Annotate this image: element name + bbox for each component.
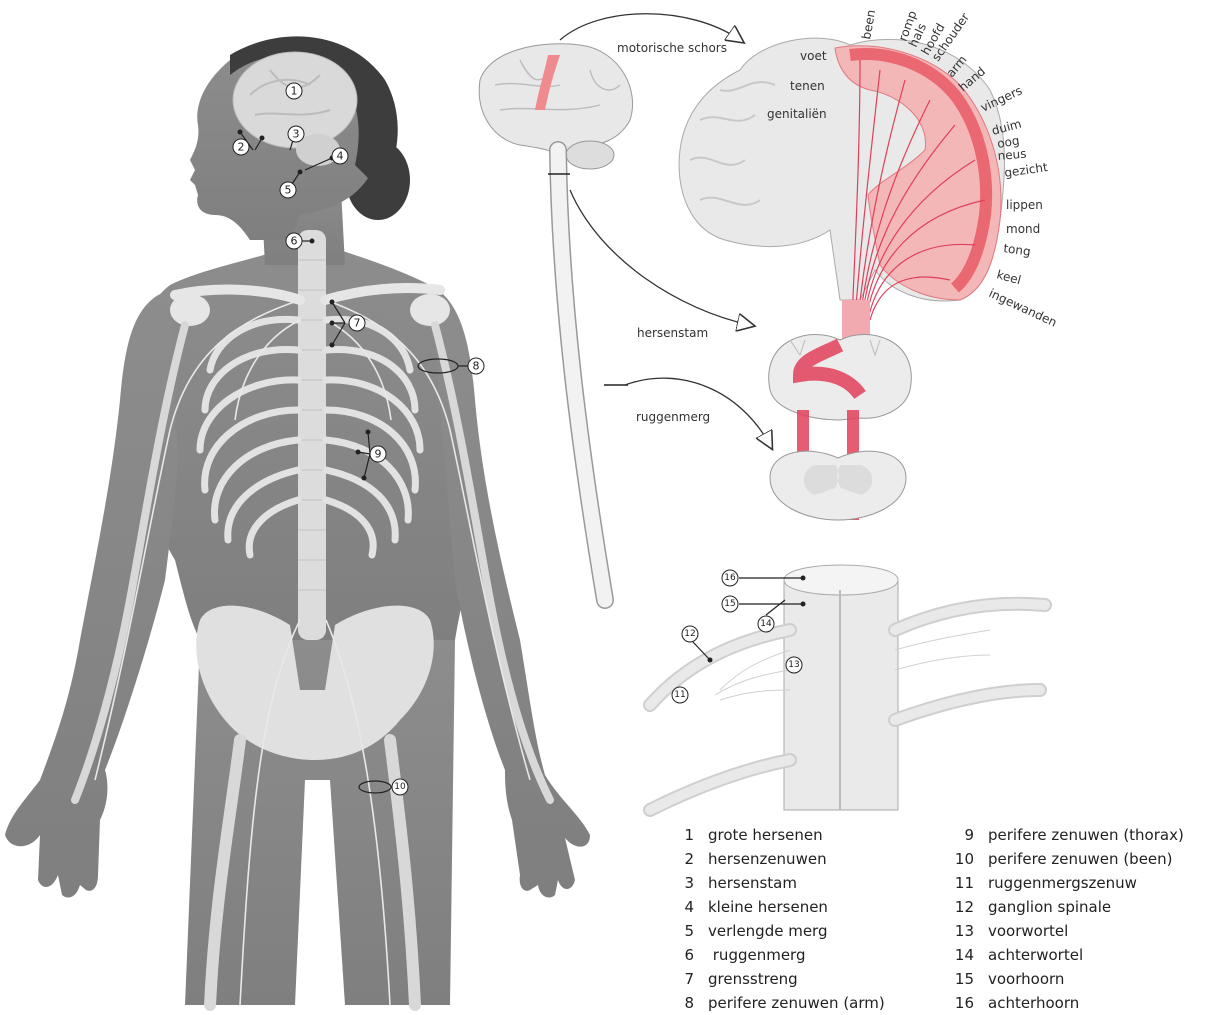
marker-12: 12	[682, 626, 698, 642]
svg-text:6: 6	[291, 235, 298, 248]
brainstem-slice	[769, 334, 912, 420]
marker-7: 7	[349, 315, 365, 331]
hom-voet: voet	[800, 49, 827, 63]
hom-ingewanden: ingewanden	[987, 286, 1059, 330]
svg-text:14: 14	[760, 619, 772, 629]
marker-6: 6	[286, 233, 302, 249]
spinal-column	[298, 230, 326, 640]
hom-keel: keel	[995, 267, 1022, 287]
hom-genitalien: genitaliën	[767, 107, 827, 121]
svg-text:2: 2	[238, 141, 245, 154]
legend-item: 6 ruggenmerg	[660, 943, 885, 967]
svg-text:16: 16	[724, 573, 736, 583]
svg-text:11: 11	[674, 690, 685, 700]
hom-been: been	[859, 9, 878, 41]
svg-text:9: 9	[375, 448, 382, 461]
marker-11: 11	[672, 687, 688, 703]
arrow-label-spinal: ruggenmerg	[636, 410, 710, 424]
small-brain-overview	[479, 44, 632, 600]
svg-text:13: 13	[788, 660, 799, 670]
marker-2: 2	[233, 139, 249, 155]
marker-5: 5	[280, 182, 296, 198]
human-figure	[5, 36, 590, 1005]
svg-text:15: 15	[724, 599, 735, 609]
hom-lippen: lippen	[1006, 198, 1043, 212]
svg-text:5: 5	[285, 184, 292, 197]
svg-text:8: 8	[473, 360, 480, 373]
svg-text:3: 3	[293, 128, 300, 141]
marker-14: 14	[758, 616, 774, 632]
marker-13: 13	[786, 657, 802, 673]
arrow-label-brainstem: hersenstam	[637, 326, 708, 340]
hom-tenen: tenen	[790, 79, 825, 93]
hom-gezicht: gezicht	[1003, 160, 1048, 180]
spinal-cord-slice	[770, 451, 906, 520]
svg-text:10: 10	[394, 782, 406, 792]
marker-9: 9	[370, 446, 386, 462]
left-arm	[5, 290, 178, 898]
arrow-label-motor: motorische schors	[617, 41, 727, 55]
marker-1: 1	[286, 83, 302, 99]
svg-text:7: 7	[354, 317, 361, 330]
marker-8: 8	[468, 358, 484, 374]
marker-3: 3	[288, 126, 304, 142]
marker-16: 16	[722, 570, 738, 586]
marker-10: 10	[392, 779, 408, 795]
marker-15: 15	[722, 596, 738, 612]
svg-text:4: 4	[337, 150, 344, 163]
marker-4: 4	[332, 148, 348, 164]
hom-neus: neus	[997, 147, 1027, 163]
spinal-segment-3d	[650, 565, 1045, 810]
svg-text:1: 1	[291, 85, 298, 98]
hom-mond: mond	[1006, 222, 1040, 236]
hom-tong: tong	[1003, 241, 1032, 259]
svg-text:12: 12	[684, 629, 695, 639]
